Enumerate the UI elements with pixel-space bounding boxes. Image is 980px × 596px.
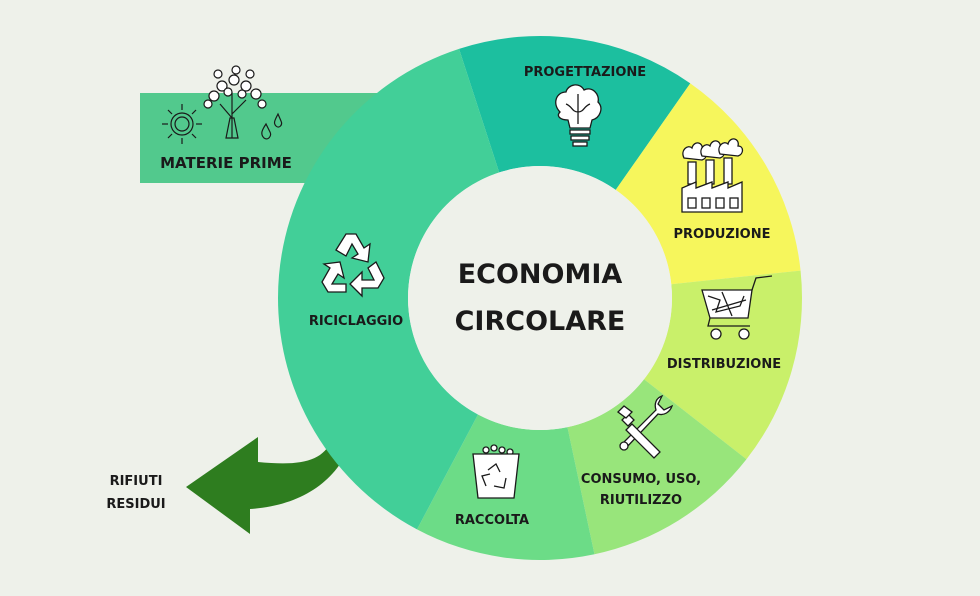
brain-lightbulb-icon [555, 84, 602, 147]
center-circle [408, 166, 672, 430]
shopping-cart-icon [701, 275, 773, 340]
wrench-screwdriver-icon [617, 394, 674, 459]
residual-waste-arrow [186, 437, 350, 534]
recycle-icon [321, 233, 385, 298]
recycle-bin-icon [472, 444, 520, 499]
segment-label-riciclaggio: RICICLAGGIO [309, 314, 403, 329]
water-drops-icon [261, 112, 283, 140]
raw-materials-label: MATERIE PRIME [160, 154, 292, 172]
center-title-line2: CIRCOLARE [455, 306, 626, 337]
segment-label-distribuzione: DISTRIBUZIONE [667, 357, 781, 372]
center-title-line1: ECONOMIA [458, 259, 623, 290]
residual-waste-label-line2: RESIDUI [106, 497, 165, 512]
segment-distribuzione [644, 270, 802, 460]
segment-label-progettazione: PROGETTAZIONE [524, 65, 646, 80]
residual-waste-label-line1: RIFIUTI [110, 474, 163, 489]
tree-icon [203, 65, 267, 139]
segment-label-consumo-line2: RIUTILIZZO [600, 493, 682, 508]
segment-consumo [567, 379, 747, 555]
sun-icon [162, 104, 202, 144]
segment-label-raccolta: RACCOLTA [455, 513, 529, 528]
segment-riciclaggio [278, 48, 500, 530]
segment-label-produzione: PRODUZIONE [673, 227, 770, 242]
segment-label-consumo-line1: CONSUMO, USO, [581, 472, 701, 487]
factory-icon [681, 138, 744, 213]
